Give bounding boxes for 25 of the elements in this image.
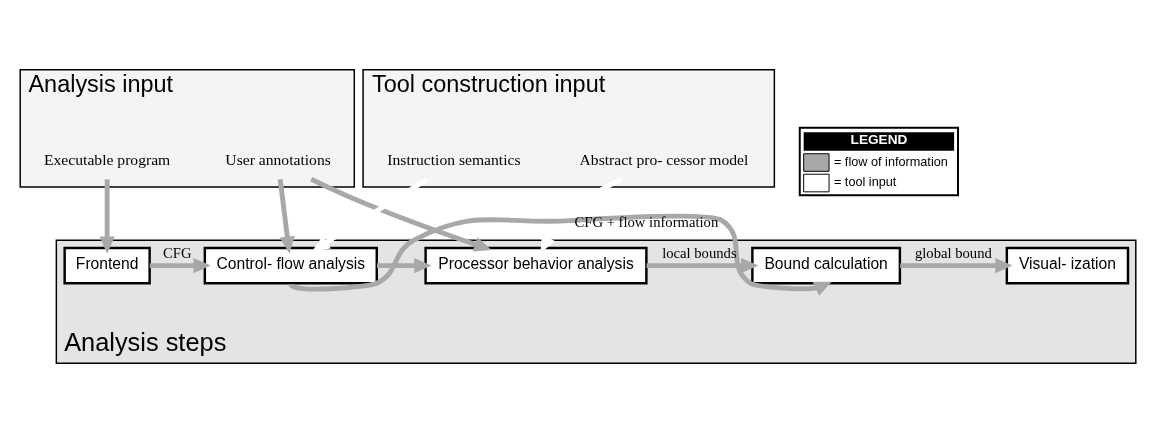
arrow xyxy=(310,177,492,252)
edge-label: CFG + flow information xyxy=(574,214,719,231)
edge-label: local bounds xyxy=(662,244,737,261)
node-text: User annotations xyxy=(225,151,331,169)
arrow xyxy=(289,213,832,296)
node-box: Visual- ization xyxy=(1005,246,1130,285)
node-text: Instruction semantics xyxy=(387,151,521,169)
legend-label: = tool input xyxy=(833,175,897,190)
arrow xyxy=(277,179,295,254)
legend-label: = flow of information xyxy=(833,154,948,169)
arrow xyxy=(377,258,432,274)
node-box: Processor behavior analysis xyxy=(424,246,648,285)
node-box: Control- flow analysis xyxy=(203,246,378,285)
node-text: Executable program xyxy=(44,151,171,169)
arrow xyxy=(312,177,429,252)
arrow xyxy=(149,258,211,274)
label: LEGEND xyxy=(850,132,908,148)
edge-label: CFG xyxy=(162,244,192,261)
node-box: Frontend xyxy=(63,246,151,285)
node-box: Bound calculation xyxy=(751,246,902,285)
arrow xyxy=(646,258,759,274)
arrow xyxy=(99,179,115,254)
node-text: Abstract pro- cessor model xyxy=(579,151,749,169)
edge-label: global bound xyxy=(914,244,992,261)
arrow xyxy=(900,258,1013,274)
